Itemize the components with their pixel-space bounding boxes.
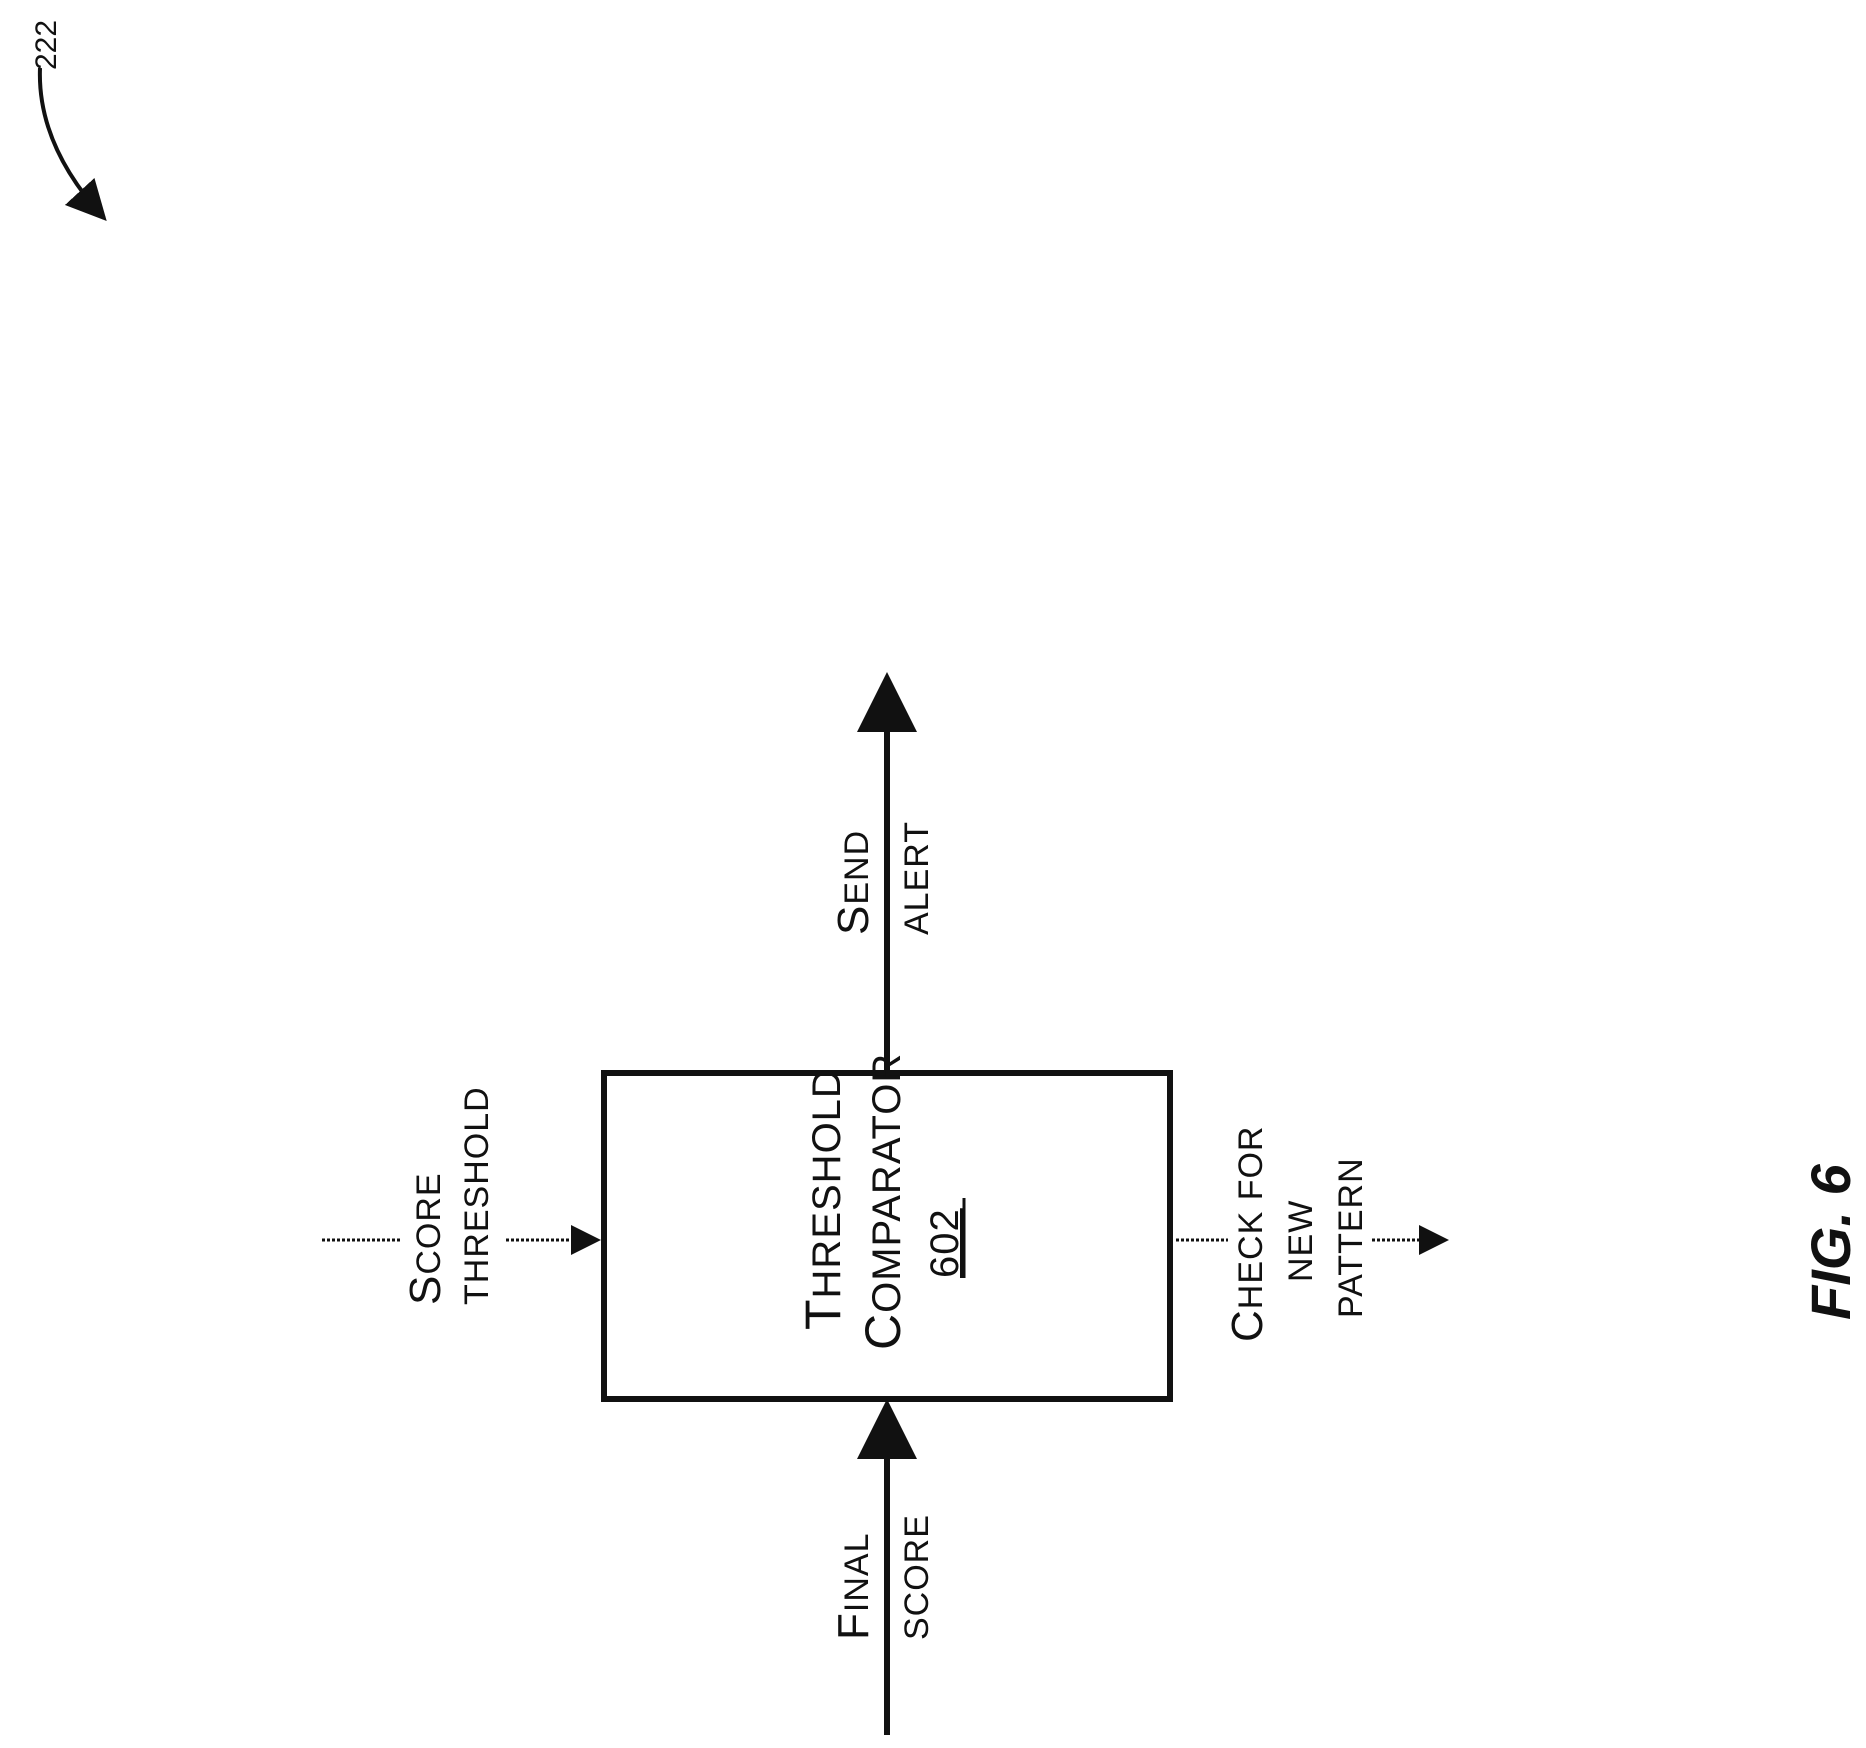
score-threshold-label-line1: SCORE — [401, 1172, 450, 1305]
final-score-label-line1: FINAL — [829, 1533, 878, 1640]
check-new-pattern-label-line3: PATTERN — [1332, 1157, 1370, 1318]
figure-label: FIG. 6 — [1799, 1164, 1862, 1320]
score-threshold-input: SCORE THRESHOLD — [322, 1086, 598, 1305]
final-score-label-line2: SCORE — [898, 1514, 936, 1640]
threshold-comparator-ref: 602 — [923, 1208, 967, 1278]
send-alert-output: SEND ALERT — [829, 678, 936, 1070]
reference-numeral: 222 — [30, 20, 63, 70]
send-alert-label-line2: ALERT — [898, 821, 936, 935]
final-score-input: FINAL SCORE — [829, 1405, 936, 1735]
reference-numeral-group: 222 — [30, 20, 104, 218]
reference-leader-arrow — [40, 68, 104, 218]
threshold-comparator-block: THRESHOLD COMPARATOR 602 — [604, 1053, 1170, 1399]
check-new-pattern-label-line2: NEW — [1282, 1200, 1320, 1282]
check-new-pattern-output: CHECK FOR NEW PATTERN — [1176, 1126, 1446, 1342]
send-alert-label-line1: SEND — [829, 830, 878, 935]
score-threshold-label-line2: THRESHOLD — [458, 1086, 496, 1305]
check-new-pattern-label-line1: CHECK FOR — [1223, 1126, 1272, 1342]
